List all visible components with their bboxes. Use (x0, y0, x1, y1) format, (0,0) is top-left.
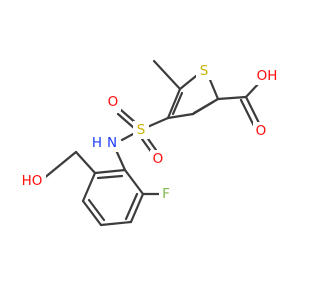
bond-ring-2-3 (129, 192, 145, 224)
bonds (41, 59, 262, 227)
molecule-diagram: S OH O S O O H N F HO (20, 59, 279, 227)
bond-ring-4-5-double (87, 198, 106, 222)
atom-labels: S OH O S O O H N F HO (20, 62, 279, 203)
bond-ring-1-2 (123, 168, 145, 196)
bond-ring-3-4 (99, 220, 133, 227)
carboxyl-oh-label: OH (257, 68, 278, 84)
bond-methyl (152, 59, 182, 91)
bond-c4-c5 (166, 87, 182, 120)
bond-ring-4-5 (81, 199, 103, 227)
amine-hydrogen-label: H (92, 135, 102, 151)
fluorine-label: F (162, 186, 170, 202)
bond-ring-6-1 (93, 168, 127, 175)
bond-c2-carboxyl (216, 95, 248, 101)
bond-sulfonyl-o-left-double (116, 112, 136, 130)
structure-svg: S OH O S O O H N F HO (20, 59, 279, 227)
bond-ring-2-3-double (124, 192, 139, 221)
bond-c4-c5-double (171, 91, 184, 116)
hydroxyl-label: HO (22, 173, 43, 189)
bond-n-aryl (114, 148, 127, 172)
carbonyl-oxygen-label: O (256, 123, 267, 139)
bond-ring-5-6 (81, 171, 97, 203)
bond-aryl-ch2 (74, 150, 97, 175)
bond-carboxyl-o (244, 95, 261, 125)
bond-sulfonyl-n (120, 131, 137, 142)
bond-c2-c3-double (192, 100, 215, 115)
bond-c3-c4 (166, 112, 195, 120)
sulfonyl-oxygen-bottom-label: O (153, 151, 164, 167)
thiophene-sulfur-label: S (200, 63, 209, 79)
bond-ring-6-1-double (96, 174, 124, 180)
bond-ch2-oh (41, 150, 78, 181)
amine-nitrogen-label: N (107, 135, 117, 151)
sulfonyl-oxygen-left-label: O (108, 94, 119, 110)
bond-carboxyl-o-double (239, 98, 256, 128)
sulfonyl-sulfur-label: S (137, 122, 146, 138)
